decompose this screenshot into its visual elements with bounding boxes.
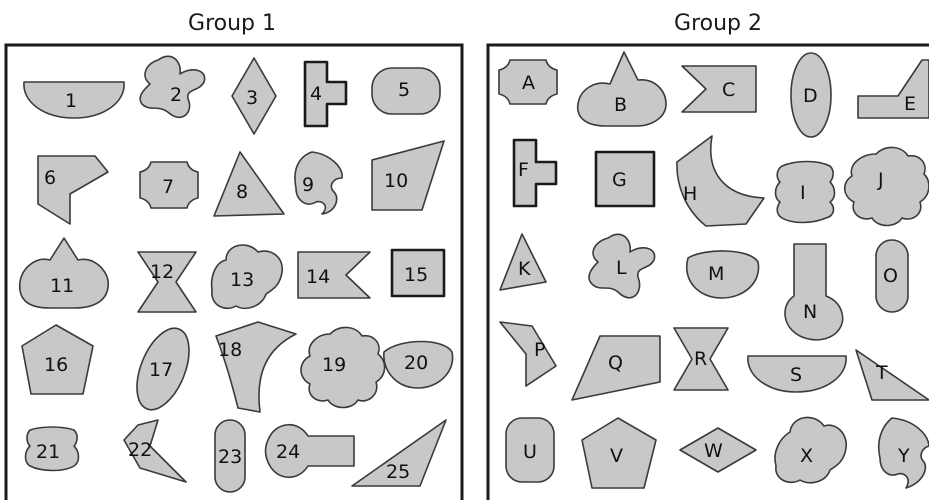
shape-label-19: 19 [322,354,346,376]
shape-label-4: 4 [310,83,322,105]
shape-label-21: 21 [36,441,60,463]
shape-label-F: F [518,159,529,181]
shape-label-25: 25 [386,461,410,483]
group-1-title: Group 1 [188,11,276,36]
shape-label-Y: Y [897,445,910,467]
shape-label-N: N [803,301,817,323]
shape-label-V: V [610,445,623,467]
shape-label-P: P [534,339,545,361]
shape-label-18: 18 [218,339,242,361]
shape-label-B: B [614,94,627,116]
shape-label-6: 6 [44,167,56,189]
shape-label-20: 20 [404,352,428,374]
shape-label-L: L [616,257,627,279]
shape-label-24: 24 [276,441,300,463]
shape-label-1: 1 [65,90,77,112]
shape-label-R: R [694,348,707,370]
shape-label-U: U [523,441,537,463]
group-2-title: Group 2 [674,11,762,36]
shape-label-W: W [704,440,723,462]
shape-label-9: 9 [302,174,314,196]
shape-label-13: 13 [230,269,254,291]
shape-label-5: 5 [398,79,410,101]
shape-label-M: M [708,263,724,285]
shape-label-X: X [800,445,813,467]
shape-label-3: 3 [246,87,258,109]
shape-label-14: 14 [306,266,330,288]
shape-label-12: 12 [150,261,174,283]
shape-label-T: T [875,362,888,384]
shape-label-O: O [883,265,898,287]
shape-label-I: I [800,182,806,204]
shape-label-11: 11 [50,275,74,297]
shape-label-A: A [522,72,535,94]
shape-label-15: 15 [404,264,428,286]
shape-label-23: 23 [218,446,242,468]
shape-label-D: D [803,85,818,107]
shape-label-E: E [904,93,916,115]
shape-label-K: K [518,258,531,280]
shape-label-S: S [790,364,802,386]
shape-label-G: G [612,169,627,191]
shape-label-16: 16 [44,354,68,376]
group-2: Group 2 A B C D E F G H I J K L M N [488,11,929,500]
shape-label-2: 2 [170,84,182,106]
shape-label-10: 10 [384,170,408,192]
shape-label-8: 8 [236,181,248,203]
shape-label-J: J [877,169,884,191]
group-1: Group 1 1 2 3 4 5 6 7 8 9 10 11 12 13 14 [6,11,462,500]
shape-label-H: H [683,183,697,205]
shape-label-7: 7 [162,176,174,198]
shape-label-22: 22 [128,439,152,461]
shape-label-C: C [722,79,735,101]
shape-label-17: 17 [149,359,173,381]
shape-label-Q: Q [608,352,623,374]
